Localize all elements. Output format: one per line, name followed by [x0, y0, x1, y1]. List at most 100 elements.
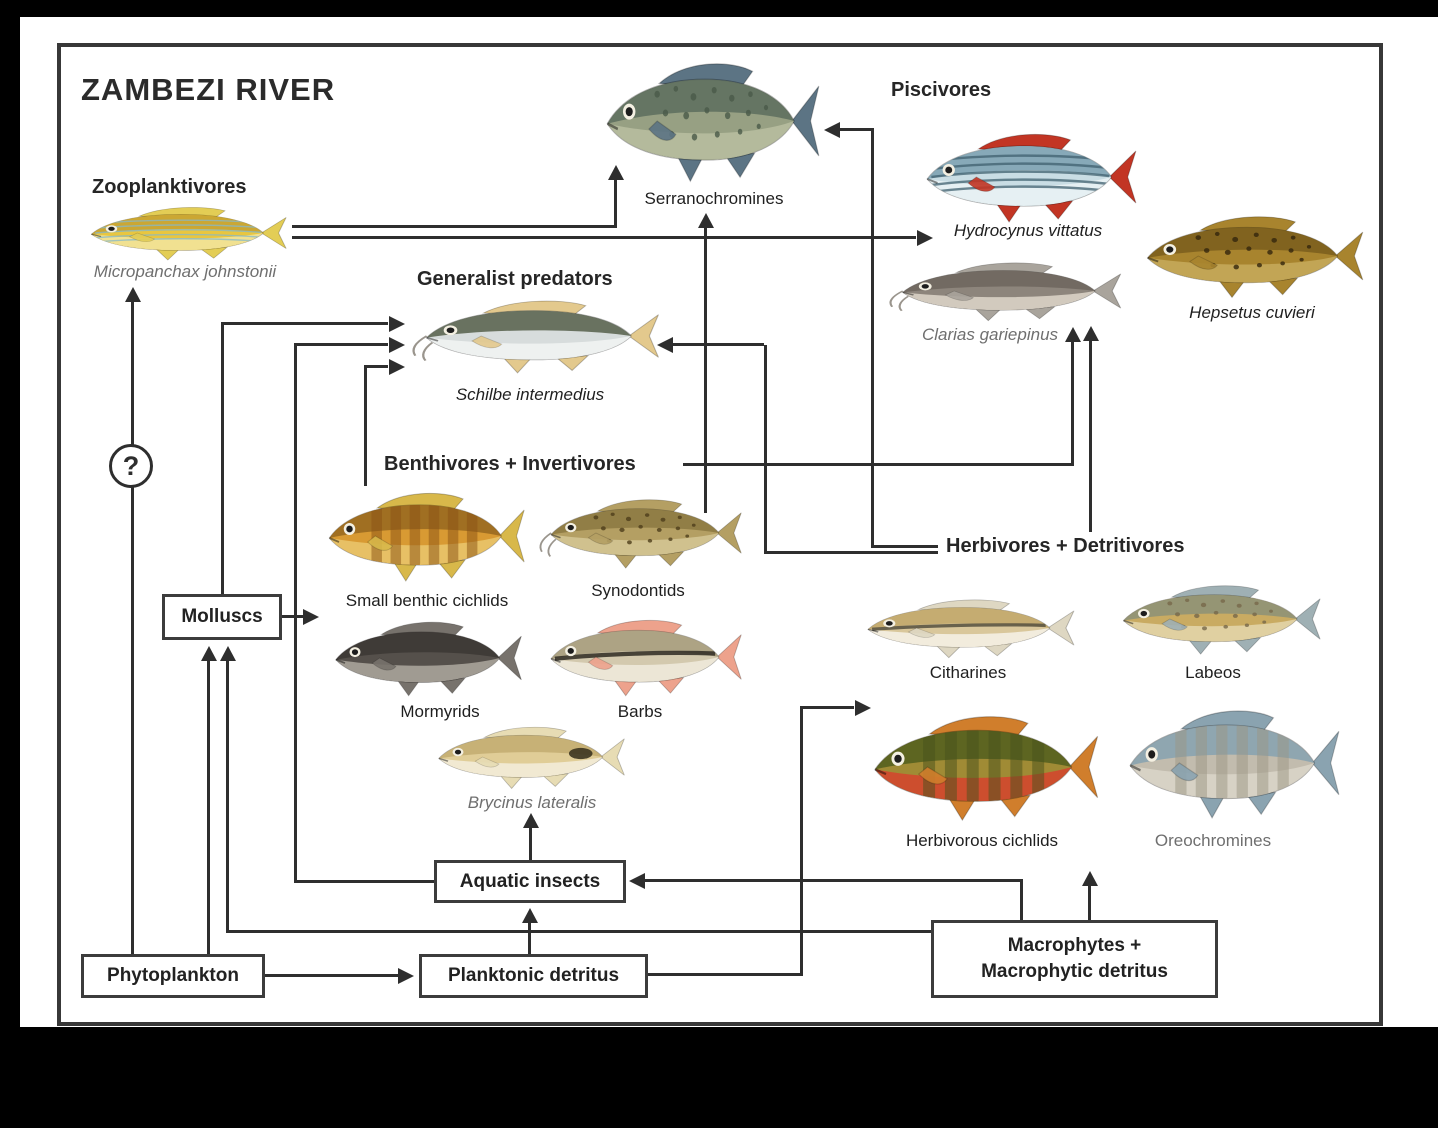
node-aquatic-insects: Aquatic insects	[434, 860, 626, 903]
arrow-herbivores-to-schilbe-horizontal	[673, 343, 764, 346]
arrowhead-planktonic-detritus	[398, 968, 414, 984]
micropanchax-caption: Micropanchax johnstonii	[93, 262, 277, 281]
schilbe-caption: Schilbe intermedius	[455, 385, 605, 404]
herbivorous-cichlids-fish-image	[862, 708, 1102, 826]
clarias-fish-image	[889, 258, 1125, 324]
arrow-macrophytes-to-aquatic-insects-vertical	[1020, 879, 1023, 921]
arrowhead-benthivores	[303, 609, 319, 625]
arrow-zooplanktivores-to-hydrocynus	[292, 236, 916, 239]
arrowhead-micropanchax	[125, 287, 141, 302]
macrophytes-label-line1: Macrophytes +	[1007, 935, 1142, 957]
small-benthic-cichlids-fish-image	[318, 486, 528, 586]
node-phytoplankton: Phytoplankton	[81, 954, 265, 998]
molluscs-label: Molluscs	[181, 606, 263, 628]
arrowhead-serranochromines-right	[824, 122, 840, 138]
clarias-caption: Clarias gariepinus	[921, 325, 1059, 344]
arrow-planktonic-detritus-to-herbivorous-cichlids-h1	[648, 973, 803, 976]
group-label-generalist-predators: Generalist predators	[417, 268, 613, 290]
mormyrids-fish-image	[325, 616, 525, 700]
macrophytes-label-line2: Macrophytic detritus	[981, 961, 1168, 982]
arrow-molluscs-to-benthivores	[282, 615, 303, 618]
arrow-benthivores-to-schilbe-horizontal	[364, 365, 388, 368]
herbivorous-cichlids-caption: Herbivorous cichlids	[905, 831, 1059, 850]
arrow-phytoplankton-to-molluscs	[207, 660, 210, 955]
arrowhead-to-hydrocynus	[917, 230, 933, 246]
arrow-zooplanktivores-to-serranochromines	[292, 225, 617, 228]
arrowhead-clarias-left	[1065, 327, 1081, 342]
herbivores-leader-line-upper	[871, 545, 938, 548]
arrow-macrophytes-to-oreochromines	[1088, 885, 1091, 921]
oreochromines-caption: Oreochromines	[1154, 831, 1272, 850]
small-benthic-cichlids-caption: Small benthic cichlids	[345, 591, 509, 610]
oreochromines-fish-image	[1118, 702, 1343, 824]
arrowhead-serranochromines-center	[698, 213, 714, 228]
group-label-piscivores: Piscivores	[891, 79, 992, 101]
arrow-phytoplankton-to-zooplanktivores	[131, 301, 134, 955]
serranochromines-caption: Serranochromines	[644, 189, 784, 208]
phytoplankton-label: Phytoplankton	[107, 965, 239, 987]
group-label-zooplanktivores: Zooplanktivores	[92, 176, 247, 198]
arrowhead-aquatic-insects-right	[629, 873, 645, 889]
arrowhead-molluscs-left	[201, 646, 217, 661]
herbivores-leader-line-lower	[764, 551, 938, 554]
arrow-benthivores-to-clarias-vertical	[1071, 341, 1074, 466]
arrow-phytoplankton-to-planktonic-detritus	[265, 974, 398, 977]
arrow-macrophytes-to-molluscs-horizontal	[226, 930, 931, 933]
arrow-planktonic-detritus-to-herbivorous-cichlids-vertical	[800, 707, 803, 976]
arrow-aquatic-insects-to-schilbe-horizontal	[294, 343, 388, 346]
arrowhead-brycinus	[523, 813, 539, 828]
barbs-fish-image	[540, 614, 745, 700]
synodontids-caption: Synodontids	[591, 581, 685, 600]
schilbe-fish-image	[412, 295, 663, 377]
arrow-aquatic-insects-to-schilbe-elbow	[294, 880, 434, 883]
labeos-caption: Labeos	[1185, 663, 1241, 682]
hepsetus-fish-image	[1135, 210, 1367, 302]
arrow-benthivores-to-serranochromines	[704, 227, 707, 513]
arrowhead-schilbe-right	[657, 337, 673, 353]
arrow-planktonic-detritus-to-aquatic-insects	[528, 922, 531, 955]
brycinus-fish-image	[428, 722, 628, 792]
arrow-aquatic-insects-to-schilbe-vertical	[294, 343, 297, 883]
arrow-planktonic-detritus-to-herbivorous-cichlids-h2	[800, 706, 854, 709]
arrow-macrophytes-to-molluscs-vertical	[226, 660, 229, 932]
arrowhead-herbivorous-cichlids	[855, 700, 871, 716]
arrow-benthivores-to-clarias-horizontal	[683, 463, 1074, 466]
arrow-herbivores-to-schilbe-vertical	[764, 345, 767, 551]
synodontids-fish-image	[539, 494, 745, 572]
serranochromines-fish-image	[595, 54, 823, 188]
arrowhead-schilbe-2	[389, 337, 405, 353]
labeos-fish-image	[1112, 580, 1324, 658]
uncertain-link-question-mark: ?	[109, 444, 153, 488]
group-label-benthivores-invertivores: Benthivores + Invertivores	[384, 453, 636, 475]
arrow-herbivores-to-clarias-vertical	[1089, 340, 1092, 532]
arrowhead-oreochromines	[1082, 871, 1098, 886]
arrow-molluscs-to-schilbe-vertical	[221, 322, 224, 595]
group-label-herbivores-detritivores: Herbivores + Detritivores	[946, 535, 1185, 557]
hepsetus-caption: Hepsetus cuvieri	[1189, 303, 1315, 322]
node-macrophytes: Macrophytes + Macrophytic detritus	[931, 920, 1218, 998]
mormyrids-caption: Mormyrids	[400, 702, 480, 721]
aquatic-insects-label: Aquatic insects	[459, 870, 601, 892]
arrowhead-to-serranochromines-left	[608, 165, 624, 180]
hydrocynus-fish-image	[915, 127, 1140, 227]
arrowhead-clarias-right	[1083, 326, 1099, 341]
arrow-zooplanktivores-to-serranochromines-vertical	[614, 179, 617, 228]
arrow-herbivores-to-serranochromines-horizontal	[840, 128, 874, 131]
arrow-macrophytes-to-aquatic-insects-horizontal	[645, 879, 1023, 882]
planktonic-detritus-label: Planktonic detritus	[447, 965, 620, 987]
arrowhead-schilbe-3	[389, 359, 405, 375]
page-title: ZAMBEZI RIVER	[81, 72, 336, 107]
hydrocynus-caption: Hydrocynus vittatus	[953, 221, 1103, 240]
arrowhead-schilbe-1	[389, 316, 405, 332]
barbs-caption: Barbs	[617, 702, 663, 721]
node-planktonic-detritus: Planktonic detritus	[419, 954, 648, 998]
citharines-fish-image	[856, 595, 1078, 661]
brycinus-caption: Brycinus lateralis	[467, 793, 597, 812]
arrow-benthivores-to-schilbe-vertical	[364, 365, 367, 486]
question-mark-glyph: ?	[122, 450, 140, 481]
arrowhead-molluscs-right	[220, 646, 236, 661]
arrowhead-aquatic-insects-bottom	[522, 908, 538, 923]
node-molluscs: Molluscs	[162, 594, 282, 640]
arrow-molluscs-to-schilbe-horizontal	[221, 322, 388, 325]
